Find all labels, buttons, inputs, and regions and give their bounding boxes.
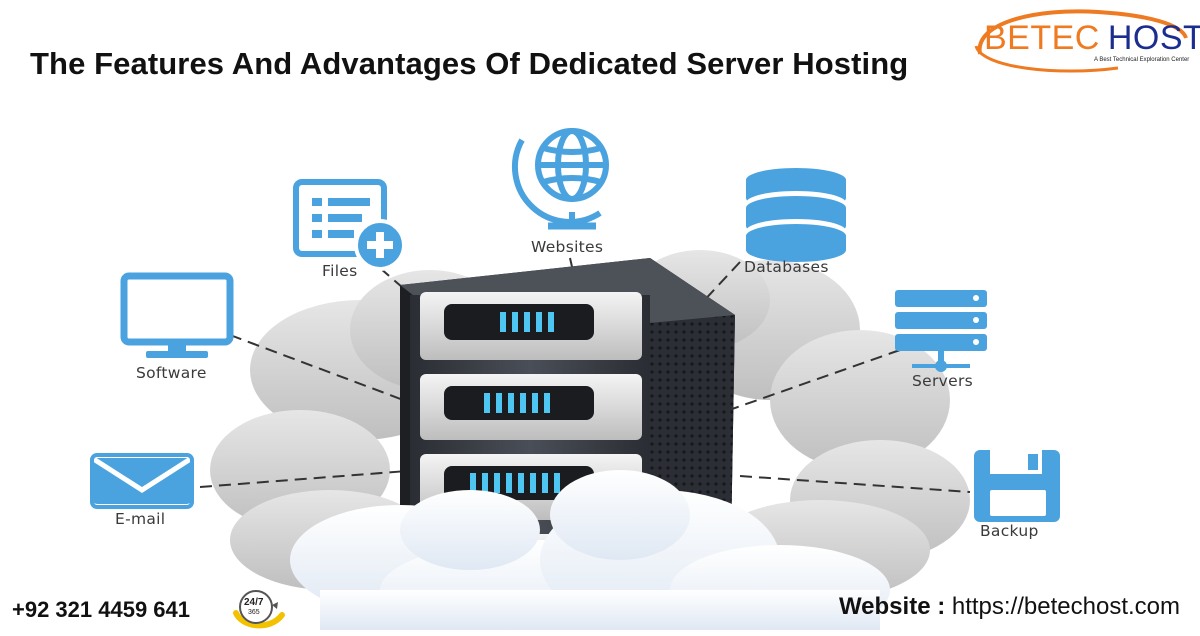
node-label-software: Software bbox=[136, 364, 207, 382]
clock-badge-icon bbox=[233, 590, 285, 629]
badge-text: 24/7 bbox=[244, 597, 264, 608]
node-label-backup: Backup bbox=[980, 522, 1039, 540]
phone-number[interactable]: +92 321 4459 641 bbox=[12, 597, 191, 622]
logo-swoosh-icon bbox=[974, 9, 1188, 73]
server-stack-icon bbox=[895, 290, 987, 372]
globe-icon bbox=[512, 128, 609, 230]
monitor-icon bbox=[120, 272, 234, 358]
rack-unit bbox=[420, 292, 642, 360]
logo-brand-right: HOST bbox=[1107, 19, 1200, 57]
website-url[interactable]: https://betechost.com bbox=[951, 593, 1180, 620]
logo-tagline: A Best Technical Exploration Center bbox=[1094, 57, 1190, 63]
support-24-7-badge: 24/7 365 bbox=[232, 587, 286, 631]
node-label-files: Files bbox=[322, 262, 358, 280]
envelope-icon bbox=[90, 453, 194, 509]
database-icon bbox=[746, 168, 846, 262]
floppy-disk-icon bbox=[974, 450, 1060, 522]
node-label-servers: Servers bbox=[912, 372, 974, 390]
website-label: Website : bbox=[838, 593, 946, 620]
page-title: The Features And Advantages Of Dedicated… bbox=[30, 46, 909, 81]
logo-brand-left: BETEC bbox=[984, 19, 1100, 57]
badge-sub: 365 bbox=[248, 609, 260, 616]
node-label-databases: Databases bbox=[744, 258, 829, 276]
foreground-clouds bbox=[290, 470, 890, 630]
file-add-icon bbox=[293, 179, 406, 271]
node-label-email: E-mail bbox=[115, 510, 166, 528]
website-info: Website : https://betechost.com bbox=[839, 593, 1180, 621]
rack-unit bbox=[420, 374, 642, 440]
node-label-websites: Websites bbox=[531, 238, 604, 256]
